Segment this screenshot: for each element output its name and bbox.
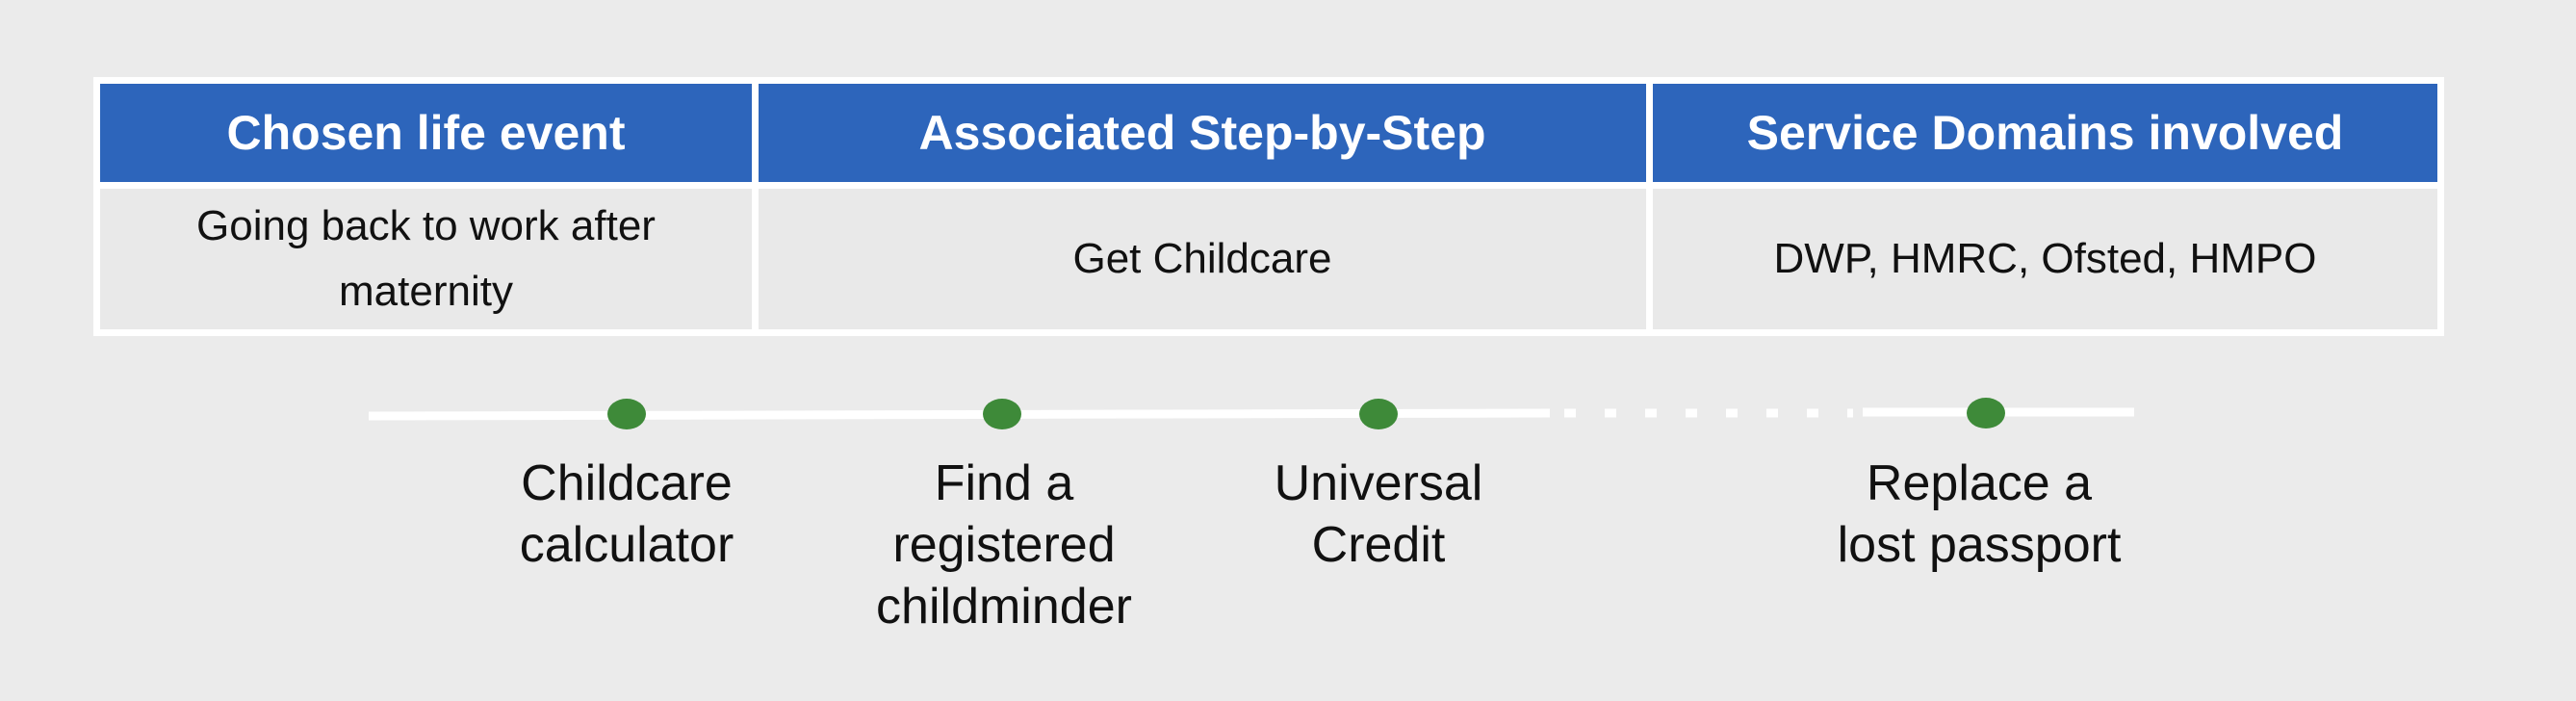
timeline-dot [983,399,1021,429]
step-label-replace-passport: Replace a lost passport [1837,455,2122,573]
timeline-dot [1967,398,2005,428]
table-row: Going back to work after maternity Get C… [100,189,2437,329]
cell-service-domains: DWP, HMRC, Ofsted, HMPO [1653,189,2437,329]
header-associated-step-by-step: Associated Step-by-Step [759,84,1646,182]
header-service-domains: Service Domains involved [1653,84,2437,182]
life-event-table: Chosen life event Associated Step-by-Ste… [93,77,2444,336]
header-chosen-life-event: Chosen life event [100,84,752,182]
timeline-line-solid [368,408,1551,421]
life-event-table-grid: Chosen life event Associated Step-by-Ste… [93,77,2444,336]
step-label-universal-credit: Universal Credit [1274,455,1483,573]
timeline-dot [1359,399,1398,429]
table-header-row: Chosen life event Associated Step-by-Ste… [100,84,2437,182]
cell-step-by-step: Get Childcare [759,189,1646,329]
step-label-childcare-calculator: Childcare calculator [519,455,734,573]
cell-life-event: Going back to work after maternity [100,189,752,329]
step-label-find-childminder: Find a registered childminder [876,455,1132,635]
timeline-dot [607,399,646,429]
